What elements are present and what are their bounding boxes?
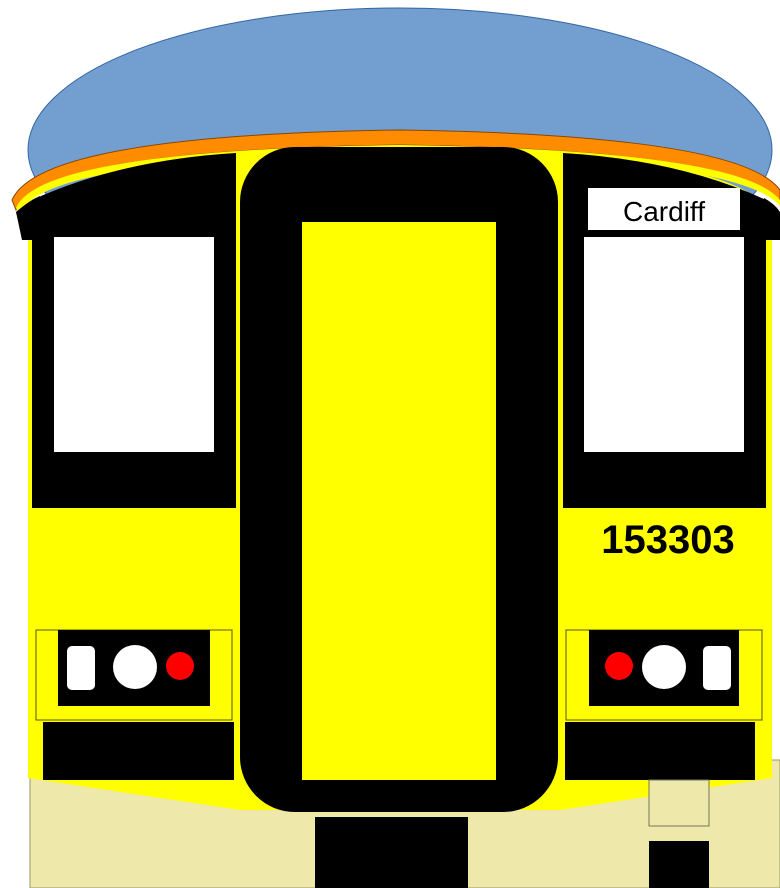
unit-number: 153303 (601, 518, 734, 562)
right-headlight (642, 645, 686, 689)
left-window (54, 237, 214, 452)
right-tail-light (605, 652, 633, 680)
left-marker-light (67, 646, 95, 690)
coupler-block (315, 817, 468, 888)
destination-blind (588, 188, 740, 230)
right-buffer-beam (565, 722, 755, 780)
right-window (584, 237, 744, 452)
right-skirt-box (648, 779, 710, 827)
left-headlight (113, 645, 157, 689)
left-buffer-beam (43, 722, 234, 780)
left-tail-light (166, 652, 194, 680)
right-skirt-block (649, 841, 709, 888)
door-panel (302, 222, 496, 780)
body-edge-right (764, 198, 780, 240)
right-marker-light (703, 646, 731, 690)
destination-text: Cardiff (623, 196, 705, 227)
